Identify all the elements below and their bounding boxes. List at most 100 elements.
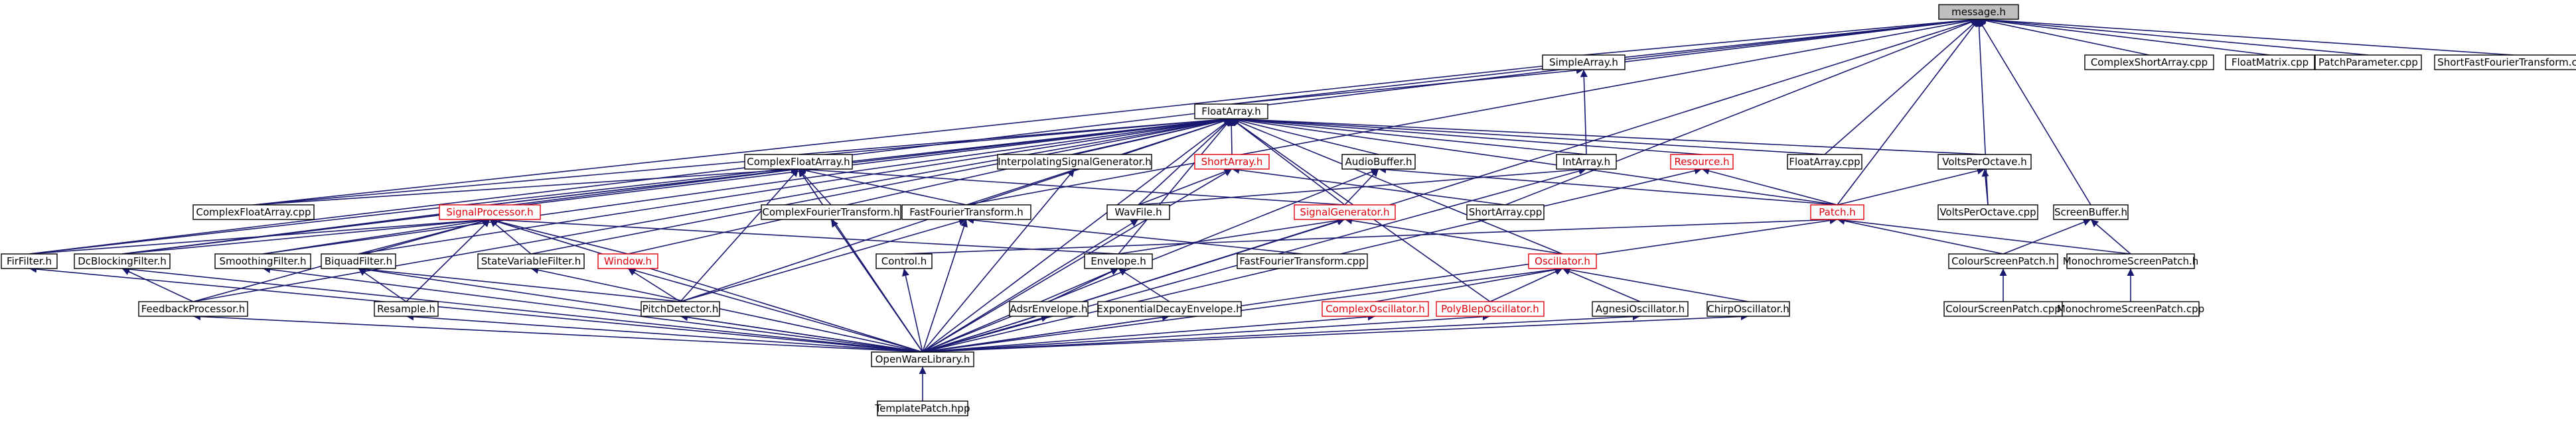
node-audiobuffer[interactable]: AudioBuffer.h — [1341, 154, 1416, 170]
edge-resource-to-floatarray — [1231, 115, 1703, 155]
node-message[interactable]: message.h — [1938, 4, 2019, 20]
node-label: ComplexOscillator.h — [1326, 303, 1424, 315]
edge-shortarray-to-floatarray — [1227, 118, 1235, 155]
node-control[interactable]: Control.h — [875, 253, 933, 269]
node-floatarray[interactable]: FloatArray.h — [1194, 103, 1268, 119]
node-simplearray[interactable]: SimpleArray.h — [1542, 54, 1626, 70]
edge-firfilter-to-message — [29, 16, 1979, 255]
edge-window-to-floatarray — [627, 116, 1232, 255]
node-label: FastFourierTransform.cpp — [1239, 255, 1365, 267]
node-label: Resource.h — [1674, 156, 1729, 168]
node-firfilter[interactable]: FirFilter.h — [1, 253, 58, 269]
node-dcblocking[interactable]: DcBlockingFilter.h — [74, 253, 171, 269]
edge-voltsperoctavecpp-to-message — [1975, 19, 1989, 206]
node-voltsperoctavecpp[interactable]: VoltsPerOctave.cpp — [1937, 204, 2038, 220]
edge-pitchdetector-to-fastfft — [680, 217, 967, 302]
node-floatarraycpp[interactable]: FloatArray.cpp — [1787, 154, 1862, 170]
node-label: ShortArray.cpp — [1469, 206, 1543, 218]
edge-openware-to-shortarray — [922, 168, 1233, 353]
edge-complexfloatarraycpp-to-floatarray — [253, 115, 1232, 206]
node-wavfile[interactable]: WavFile.h — [1106, 204, 1170, 220]
node-monoscreenpatchcpp[interactable]: MonochromeScreenPatch.cpp — [2057, 301, 2204, 317]
node-expdecay[interactable]: ExponentialDecayEnvelope.h — [1097, 301, 1243, 317]
edge-openware-to-fastfft — [922, 219, 968, 353]
node-complexfloatarray[interactable]: ComplexFloatArray.h — [744, 154, 853, 170]
edge-openware-to-complexfft — [830, 219, 923, 353]
edge-openware-to-dcblocking — [121, 265, 923, 353]
node-label: ShortFastFourierTransform.cpp — [2437, 56, 2576, 68]
node-polyblep[interactable]: PolyBlepOscillator.h — [1436, 301, 1545, 317]
node-label: DcBlockingFilter.h — [78, 255, 167, 267]
edge-openware-to-polyblep — [922, 313, 1491, 353]
edge-patch-to-resource — [1701, 167, 1838, 206]
edge-complexfloatarraycpp-to-complexfloatarray — [253, 166, 799, 206]
node-colourscreenpatch[interactable]: ColourScreenPatch.h — [1948, 253, 2058, 269]
node-intarray[interactable]: IntArray.h — [1556, 154, 1617, 170]
node-label: Envelope.h — [1091, 255, 1146, 267]
node-colourscreenpatchcpp[interactable]: ColourScreenPatch.cpp — [1943, 301, 2063, 317]
node-complexfloatarraycpp[interactable]: ComplexFloatArray.cpp — [192, 204, 315, 220]
node-resample[interactable]: Resample.h — [374, 301, 439, 317]
node-signalprocessor[interactable]: SignalProcessor.h — [439, 204, 541, 220]
node-shortfftcpp[interactable]: ShortFastFourierTransform.cpp — [2434, 54, 2576, 70]
edge-patch-to-voltsperoctave — [1837, 167, 1985, 206]
node-complexshortarraycpp[interactable]: ComplexShortArray.cpp — [2084, 54, 2214, 70]
edge-fastfftcpp-to-fastfft — [966, 216, 1303, 255]
edge-oscillator-to-floatarray — [1231, 118, 1563, 255]
node-complexfft[interactable]: ComplexFourierTransform.h — [761, 204, 901, 220]
node-pitchdetector[interactable]: PitchDetector.h — [641, 301, 720, 317]
node-floatmatrixcpp[interactable]: FloatMatrix.cpp — [2225, 54, 2315, 70]
node-label: BiquadFilter.h — [325, 255, 392, 267]
edge-openware-to-control — [901, 268, 923, 353]
node-templatepatch[interactable]: TemplatePatch.hpp — [875, 400, 970, 416]
node-fastfft[interactable]: FastFourierTransform.h — [901, 204, 1031, 220]
edge-signalgenerator-to-complexfloatarray — [798, 166, 1345, 206]
node-label: WavFile.h — [1114, 206, 1162, 218]
edge-pitchdetector-to-biquad — [358, 265, 681, 302]
node-window[interactable]: Window.h — [597, 253, 658, 269]
node-patchparametercpp[interactable]: PatchParameter.cpp — [2314, 54, 2422, 70]
node-smoothing[interactable]: SmoothingFilter.h — [214, 253, 311, 269]
node-voltsperoctave[interactable]: VoltsPerOctave.h — [1937, 154, 2032, 170]
edge-resample-to-biquad — [358, 268, 407, 302]
edge-floatarray-to-simplearray — [1231, 66, 1584, 105]
edge-polyblep-to-oscillator — [1489, 268, 1563, 302]
edge-floatmatrixcpp-to-message — [1978, 16, 2271, 56]
edge-patch-to-audiobuffer — [1378, 166, 1838, 206]
edge-openware-to-smoothing — [262, 265, 923, 353]
node-label: ComplexFourierTransform.h — [762, 206, 899, 218]
edge-firfilter-to-signalprocessor — [29, 216, 491, 255]
node-interpolatingsg[interactable]: InterpolatingSignalGenerator.h — [997, 154, 1152, 170]
edge-wavfile-to-floatarray — [1138, 118, 1232, 206]
node-chirp[interactable]: ChirpOscillator.h — [1706, 301, 1790, 317]
edge-chirp-to-oscillator — [1562, 266, 1749, 302]
node-agnesi[interactable]: AgnesiOscillator.h — [1592, 301, 1689, 317]
node-signalgenerator[interactable]: SignalGenerator.h — [1294, 204, 1396, 220]
node-monoscreenpatch[interactable]: MonochromeScreenPatch.h — [2063, 253, 2198, 269]
node-patch[interactable]: Patch.h — [1810, 204, 1864, 220]
node-label: VoltsPerOctave.h — [1942, 156, 2027, 168]
node-envelope[interactable]: Envelope.h — [1084, 253, 1153, 269]
node-statevariable[interactable]: StateVariableFilter.h — [477, 253, 585, 269]
edge-envelope-to-signalprocessor — [489, 216, 1119, 255]
node-label: FirFilter.h — [7, 255, 52, 267]
node-adsr[interactable]: AdsrEnvelope.h — [1009, 301, 1089, 317]
node-complexosc[interactable]: ComplexOscillator.h — [1322, 301, 1429, 317]
node-label: ExponentialDecayEnvelope.h — [1097, 303, 1242, 315]
node-label: AgnesiOscillator.h — [1596, 303, 1685, 315]
node-biquad[interactable]: BiquadFilter.h — [321, 253, 396, 269]
node-fastfftcpp[interactable]: FastFourierTransform.cpp — [1237, 253, 1368, 269]
node-screenbuffer[interactable]: ScreenBuffer.h — [2053, 204, 2129, 220]
edge-simplearray-to-message — [1583, 16, 1979, 56]
node-feedback[interactable]: FeedbackProcessor.h — [138, 301, 248, 317]
edge-intarray-to-floatarray — [1231, 115, 1587, 155]
node-oscillator[interactable]: Oscillator.h — [1528, 253, 1597, 269]
edge-openware-to-pitchdetector — [680, 314, 923, 353]
node-resource[interactable]: Resource.h — [1670, 154, 1734, 170]
node-label: Resample.h — [377, 303, 435, 315]
node-shortarraycpp[interactable]: ShortArray.cpp — [1466, 204, 1545, 220]
node-openware[interactable]: OpenWareLibrary.h — [871, 351, 974, 367]
node-shortarray[interactable]: ShortArray.h — [1194, 154, 1270, 170]
node-label: StateVariableFilter.h — [481, 255, 581, 267]
edge-screenbuffer-to-message — [1978, 19, 2091, 206]
